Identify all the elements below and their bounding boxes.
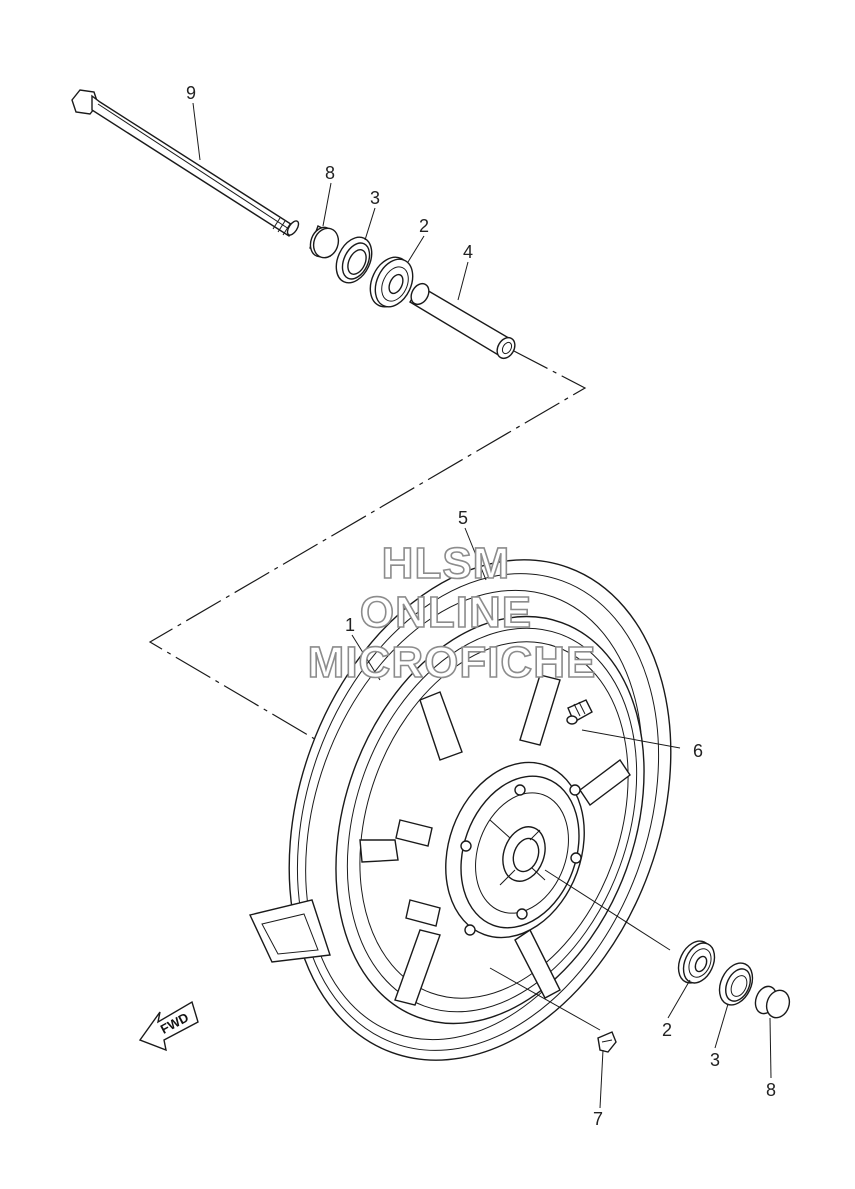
collar-part-8-bottom — [754, 985, 791, 1019]
watermark-line-1: HLSM — [382, 539, 511, 588]
balance-weight-part-7 — [597, 1031, 617, 1053]
oil-seal-part-3-top — [335, 236, 373, 284]
callout-1: 1 — [345, 615, 355, 635]
callout-4: 4 — [463, 242, 473, 262]
collar-part-8-top — [309, 225, 340, 259]
callout-2-top: 2 — [419, 216, 429, 236]
callout-labels: 9 8 3 2 4 5 1 6 2 3 8 7 — [186, 83, 776, 1129]
fwd-direction-arrow: FWD — [138, 1000, 199, 1052]
callout-8-top: 8 — [325, 163, 335, 183]
leader-lines — [192, 102, 772, 1109]
callout-7: 7 — [593, 1109, 603, 1129]
callout-3-bottom: 3 — [710, 1050, 720, 1070]
callout-3-top: 3 — [370, 188, 380, 208]
callout-8-bottom: 8 — [766, 1080, 776, 1100]
bearing-part-2-bottom — [677, 940, 716, 984]
watermark-line-2: ONLINE — [360, 588, 532, 637]
callout-5: 5 — [458, 508, 468, 528]
callout-6: 6 — [693, 741, 703, 761]
watermark: HLSM ONLINE MICROFICHE — [307, 538, 597, 688]
callout-2-bottom: 2 — [662, 1020, 672, 1040]
watermark-line-3: MICROFICHE — [308, 638, 597, 687]
bearing-part-2-top — [369, 256, 414, 308]
assembly-path-line — [148, 349, 587, 749]
spacer-part-4 — [409, 282, 516, 360]
valve-stem-part-6 — [566, 699, 593, 725]
callout-9: 9 — [186, 83, 196, 103]
oil-seal-part-3-bottom — [718, 962, 754, 1006]
axle-part-9 — [71, 89, 300, 237]
